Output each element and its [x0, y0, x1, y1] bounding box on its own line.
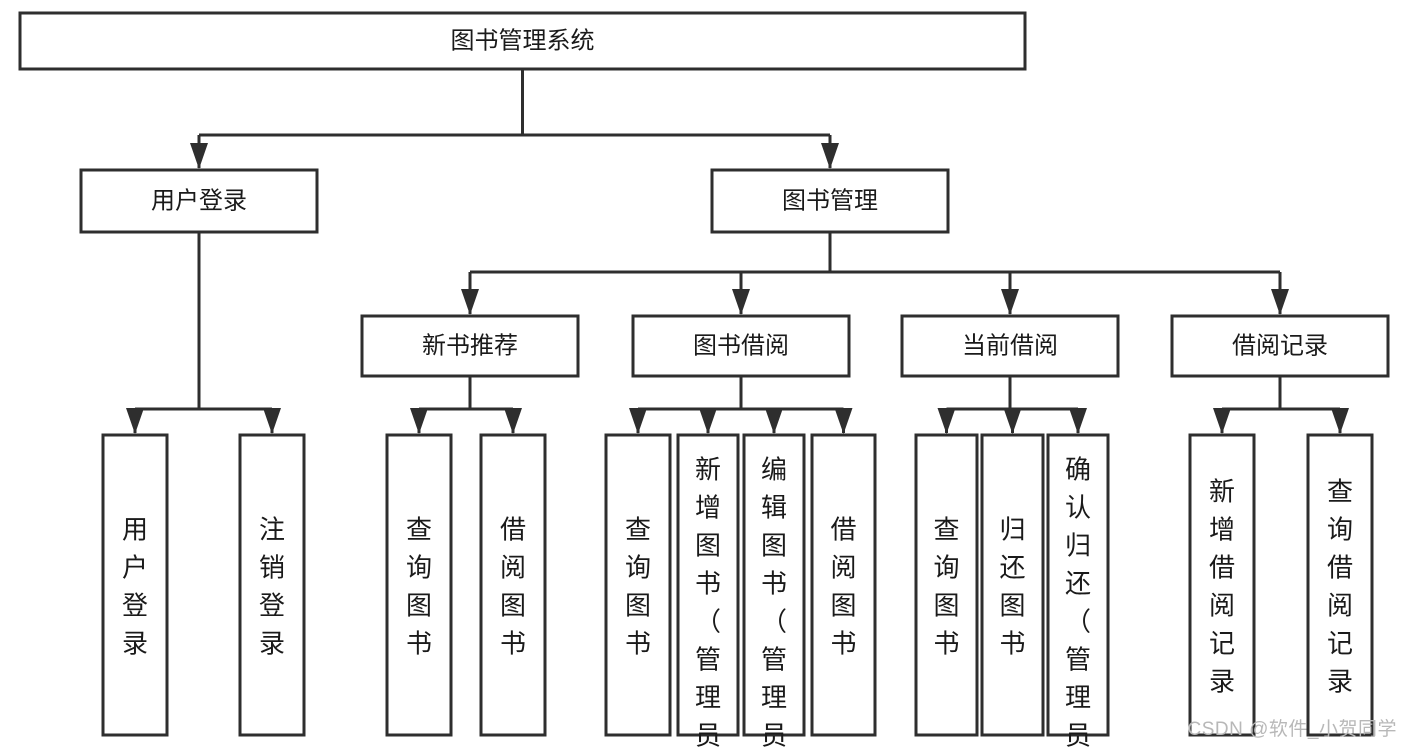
node-leaf-return-book-label: 归还图书	[999, 515, 1025, 659]
node-leaf-add-book[interactable]: 新增图书（管理员）	[676, 433, 740, 747]
node-root-box	[18, 11, 1027, 71]
arrow-head-icon	[765, 408, 783, 434]
node-leaf-edit-book-label: 编辑图书（管理员）	[761, 455, 787, 747]
node-borrow-record-label: 借阅记录	[1232, 332, 1328, 359]
node-leaf-query-record-box	[1306, 433, 1374, 737]
node-leaf-confirm-return[interactable]: 确认归还（管理员）	[1046, 433, 1110, 747]
node-leaf-query-book-3[interactable]: 查询图书	[914, 433, 979, 737]
node-leaf-return-book-box	[980, 433, 1045, 737]
arrow-head-icon	[504, 408, 522, 434]
node-new-book-recommend-label: 新书推荐	[422, 332, 518, 359]
node-leaf-add-record-box	[1188, 433, 1256, 737]
node-leaf-query-book-2-box	[604, 433, 672, 737]
node-leaf-borrow-book-1-label: 借阅图书	[500, 515, 526, 659]
node-leaf-borrow-book-1-box	[479, 433, 547, 737]
csdn-watermark: CSDN @软件_小贺同学	[1187, 719, 1397, 740]
node-root-label: 图书管理系统	[451, 27, 595, 54]
node-layer: 图书管理系统用户登录图书管理新书推荐图书借阅当前借阅借阅记录用户登录注销登录查询…	[18, 11, 1390, 747]
arrow-head-icon	[461, 289, 479, 315]
node-leaf-add-record-label: 新增借阅记录	[1209, 477, 1235, 697]
arrow-head-icon	[834, 408, 853, 434]
node-book-borrow[interactable]: 图书借阅	[631, 314, 851, 378]
node-leaf-logout-box	[238, 433, 306, 737]
arrow-head-icon	[821, 143, 839, 169]
node-leaf-borrow-book-2-box	[810, 433, 877, 737]
node-leaf-query-book-1-box	[385, 433, 453, 737]
node-leaf-query-book-3-box	[914, 433, 979, 737]
node-leaf-add-book-label: 新增图书（管理员）	[695, 455, 721, 747]
node-leaf-borrow-book-1[interactable]: 借阅图书	[479, 433, 547, 737]
node-new-book-recommend[interactable]: 新书推荐	[360, 314, 580, 378]
arrow-head-icon	[1069, 408, 1087, 434]
node-leaf-user-login-label: 用户登录	[122, 515, 148, 659]
node-borrow-record-box	[1170, 314, 1390, 378]
node-leaf-confirm-return-label: 确认归还（管理员）	[1065, 455, 1091, 747]
arrow-head-icon	[937, 408, 956, 434]
node-leaf-edit-book-box	[742, 433, 806, 737]
node-leaf-query-book-2[interactable]: 查询图书	[604, 433, 672, 737]
node-leaf-query-book-2-label: 查询图书	[625, 515, 651, 659]
node-book-manage-label: 图书管理	[782, 187, 878, 214]
node-user-login[interactable]: 用户登录	[79, 168, 319, 234]
arrow-head-icon	[1331, 408, 1349, 434]
arrow-head-icon	[1001, 289, 1019, 315]
node-current-borrow-box	[900, 314, 1120, 378]
node-leaf-query-record[interactable]: 查询借阅记录	[1306, 433, 1374, 737]
arrow-head-icon	[410, 408, 428, 434]
node-leaf-logout[interactable]: 注销登录	[238, 433, 306, 737]
node-leaf-borrow-book-2[interactable]: 借阅图书	[810, 433, 877, 737]
arrow-head-icon	[126, 408, 144, 434]
node-book-manage[interactable]: 图书管理	[710, 168, 950, 234]
node-book-borrow-label: 图书借阅	[693, 332, 789, 359]
node-current-borrow[interactable]: 当前借阅	[900, 314, 1120, 378]
arrow-head-icon	[1271, 289, 1289, 315]
arrow-head-icon	[629, 408, 647, 434]
arrow-head-icon	[732, 289, 750, 315]
connector-layer	[126, 69, 1349, 434]
node-leaf-query-book-3-label: 查询图书	[933, 515, 959, 659]
node-book-manage-box	[710, 168, 950, 234]
node-current-borrow-label: 当前借阅	[962, 332, 1058, 359]
node-leaf-add-record[interactable]: 新增借阅记录	[1188, 433, 1256, 737]
node-new-book-recommend-box	[360, 314, 580, 378]
arrow-head-icon	[263, 408, 281, 434]
node-leaf-query-record-label: 查询借阅记录	[1327, 477, 1353, 697]
node-leaf-confirm-return-box	[1046, 433, 1110, 737]
node-leaf-edit-book[interactable]: 编辑图书（管理员）	[742, 433, 806, 747]
node-root[interactable]: 图书管理系统	[18, 11, 1027, 71]
node-leaf-query-book-1-label: 查询图书	[406, 515, 432, 659]
node-book-borrow-box	[631, 314, 851, 378]
node-user-login-box	[79, 168, 319, 234]
node-leaf-logout-label: 注销登录	[259, 515, 285, 659]
node-leaf-user-login-box	[101, 433, 169, 737]
arrow-head-icon	[699, 408, 717, 434]
node-user-login-label: 用户登录	[151, 187, 247, 214]
node-leaf-add-book-box	[676, 433, 740, 737]
node-leaf-return-book[interactable]: 归还图书	[980, 433, 1045, 737]
node-borrow-record[interactable]: 借阅记录	[1170, 314, 1390, 378]
node-leaf-user-login[interactable]: 用户登录	[101, 433, 169, 737]
arrow-head-icon	[1213, 408, 1231, 434]
arrow-head-icon	[1003, 408, 1022, 434]
node-leaf-borrow-book-2-label: 借阅图书	[830, 515, 856, 659]
arrow-head-icon	[190, 143, 208, 169]
node-leaf-query-book-1[interactable]: 查询图书	[385, 433, 453, 737]
